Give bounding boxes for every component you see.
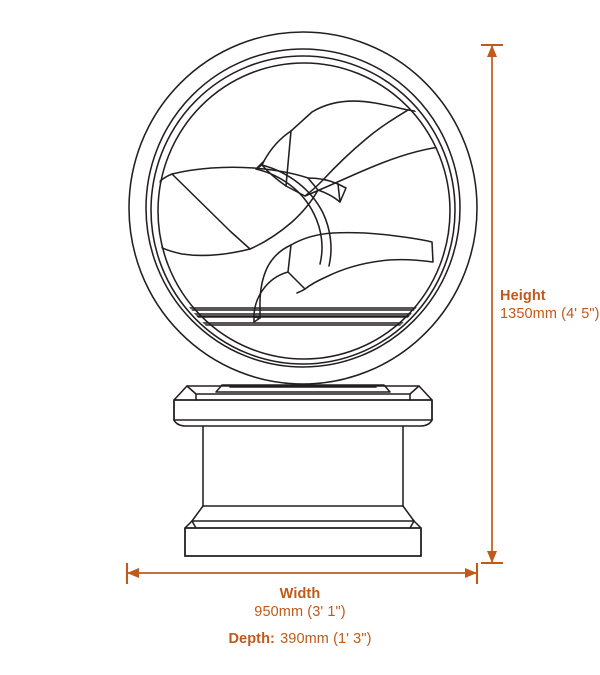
base-rail	[171, 307, 435, 326]
outer-ring	[128, 31, 478, 385]
height-value-text: 1350mm (4' 5")	[500, 305, 600, 322]
inner-ring	[150, 55, 456, 365]
product-line-art	[128, 31, 478, 557]
width-dimension-label: Width 950mm (3' 1")	[0, 586, 600, 621]
height-dimension-label: Height 1350mm (4' 5")	[500, 288, 600, 323]
pedestal-cap	[173, 384, 433, 427]
central-hub-arc	[255, 164, 332, 267]
height-label-text: Height	[500, 288, 546, 304]
dimension-lines	[125, 43, 503, 584]
depth-value-text: 390mm (1' 3")	[280, 631, 372, 647]
width-dimension-line	[125, 563, 479, 584]
pedestal-plinth	[184, 520, 422, 557]
pedestal	[173, 384, 433, 557]
ring-interior	[157, 100, 449, 326]
depth-dimension-label: Depth: 390mm (1' 3")	[0, 629, 600, 649]
depth-label-text: Depth:	[228, 631, 280, 647]
width-label-text: Width	[279, 586, 321, 602]
width-value-text: 950mm (3' 1")	[254, 603, 346, 620]
height-dimension-line	[481, 43, 503, 565]
blade-middle	[157, 166, 347, 257]
pedestal-column	[191, 425, 415, 522]
